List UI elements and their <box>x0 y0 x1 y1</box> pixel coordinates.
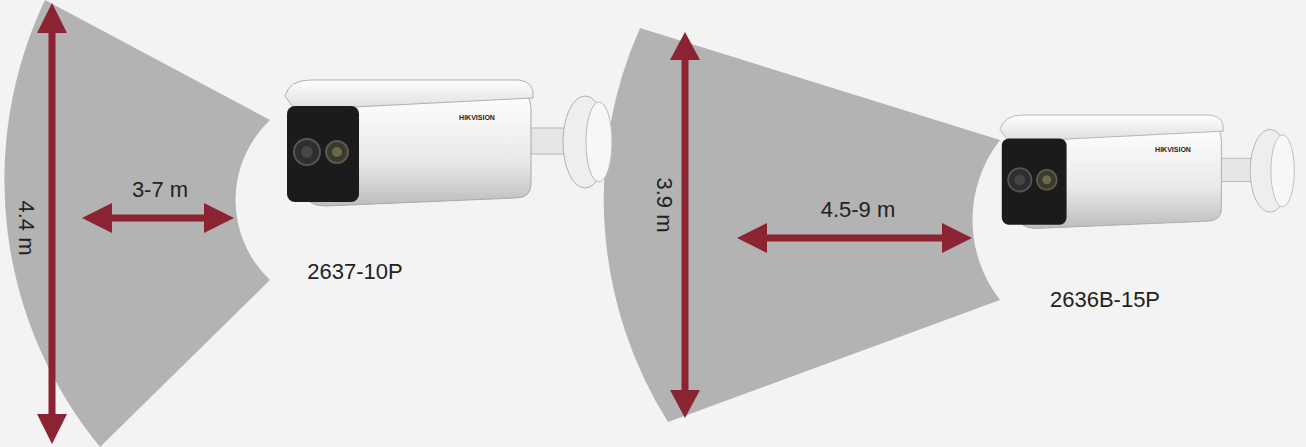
brand-logo: HIKVISION <box>1155 146 1191 154</box>
brand-logo: HIKVISION <box>459 114 495 122</box>
dimension-label: 3.9 m <box>652 177 676 232</box>
field-of-view <box>4 0 270 447</box>
model-name: 2636B-15P <box>1050 288 1160 312</box>
model-name: 2637-10P <box>307 260 402 284</box>
dimension-label: 3-7 m <box>132 178 188 202</box>
dimension-arrow <box>37 3 972 444</box>
dimension-label: 4.4 m <box>14 200 38 255</box>
dimension-label: 4.5-9 m <box>821 198 896 222</box>
thermal-camera <box>285 80 612 206</box>
thermal-camera <box>1000 115 1294 228</box>
field-of-view <box>604 28 1000 422</box>
